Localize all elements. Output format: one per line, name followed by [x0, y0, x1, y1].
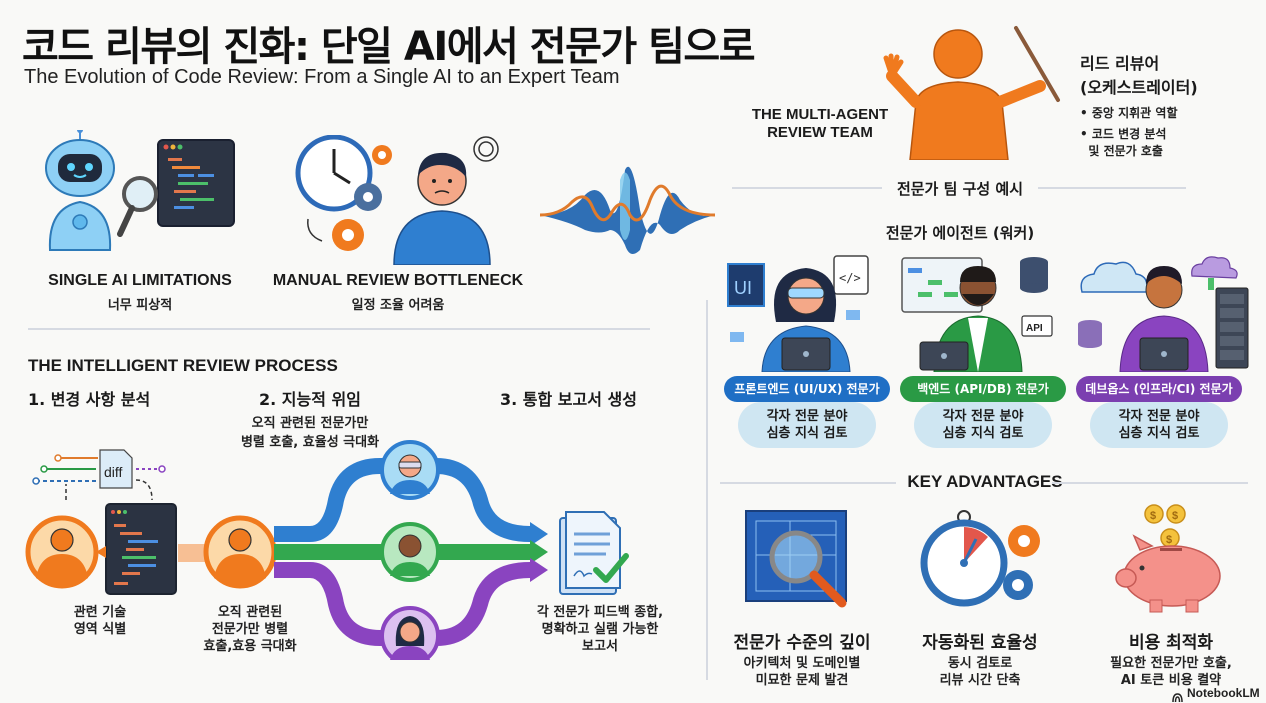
process-step-3-label: 3. 통합 보고서 생성 — [500, 390, 637, 409]
brand-label: NotebookLM — [1187, 686, 1260, 700]
divider-right — [1052, 482, 1248, 484]
piggy-bank-icon: $ $ $ — [1110, 500, 1240, 615]
problem-title: SINGLE AI LIMITATIONS — [48, 272, 232, 289]
process-step-2-sub: 병렬 호출, 효율성 극대화 — [240, 435, 380, 450]
problem-title: MANUAL REVIEW BOTTLENECK — [272, 272, 524, 289]
desc-line: 보고서 — [582, 639, 618, 654]
worker-desc: 각자 전문 분야 심층 지식 검토 — [1090, 402, 1228, 448]
stopwatch-gears-icon — [918, 505, 1048, 615]
robot-magnifier-icon — [40, 127, 240, 260]
worker-desc-line1: 각자 전문 분야 — [766, 409, 848, 424]
desc-line: 오직 관련된 — [217, 605, 283, 620]
team-section-label: 전문가 팀 구성 예시 — [896, 180, 1024, 198]
advantage-sub: 필요한 전문가만 호출, — [1110, 656, 1232, 671]
lead-bullet: • 중앙 지휘관 역할 — [1080, 106, 1178, 120]
page-subtitle: The Evolution of Code Review: From a Sin… — [24, 66, 620, 88]
divider-left — [732, 187, 882, 189]
waveform-icon — [530, 160, 720, 260]
svg-text:$: $ — [1166, 534, 1172, 546]
worker-desc-line2: 심층 지식 검토 — [942, 426, 1024, 441]
lead-bullet: 및 전문가 호출 — [1080, 144, 1163, 158]
advantage-title: 전문가 수준의 깊이 — [733, 633, 871, 653]
problem-manual-review: MANUAL REVIEW BOTTLENECK 일정 조율 어려움 — [262, 272, 534, 313]
worker-role-badge: 데브옵스 (인프라/CI) 전문가 — [1076, 376, 1242, 402]
team-heading-line1: THE MULTI-AGENT — [751, 106, 889, 123]
svg-text:diff: diff — [104, 464, 123, 480]
desc-line: 영역 식별 — [73, 622, 127, 637]
process-step-3-desc: 각 전문가 피드백 종합, 명확하고 실램 가능한 보고서 — [520, 604, 680, 655]
worker-role-badge: 백엔드 (API/DB) 전문가 — [900, 376, 1066, 402]
worker-frontend-illustration: UI </> — [722, 252, 894, 373]
process-flow-diagram: diff — [0, 440, 690, 666]
blueprint-magnifier-icon — [740, 505, 860, 615]
advantage-sub: 미묘한 문제 발견 — [755, 673, 849, 688]
page-title: 코드 리뷰의 진화: 단일 AI에서 전문가 팀으로 — [22, 24, 756, 70]
section-divider — [28, 328, 650, 330]
divider-left — [720, 482, 896, 484]
svg-text:UI: UI — [734, 278, 752, 298]
worker-desc: 각자 전문 분야 심층 지식 검토 — [914, 402, 1052, 448]
advantage-sub: 리뷰 시간 단축 — [939, 673, 1021, 688]
column-divider — [706, 300, 708, 680]
advantage-item: 비용 최적화 필요한 전문가만 호출, AI 토큰 비용 켤약 — [1086, 628, 1256, 689]
lead-title-line2: (오케스트레이터) — [1080, 78, 1198, 97]
advantages-heading: KEY ADVANTAGES — [907, 472, 1063, 491]
worker-desc-line1: 각자 전문 분야 — [1118, 409, 1200, 424]
svg-text:$: $ — [1172, 510, 1178, 522]
worker-desc: 각자 전문 분야 심층 지식 검토 — [738, 402, 876, 448]
advantage-title: 비용 최적화 — [1128, 633, 1214, 653]
notebooklm-logo-icon — [1172, 688, 1183, 702]
problem-single-ai: SINGLE AI LIMITATIONS 너무 피상적 — [30, 272, 250, 313]
worker-role-badge: 프론트엔드 (UI/UX) 전문가 — [724, 376, 890, 402]
team-heading: THE MULTI-AGENT REVIEW TEAM — [740, 106, 900, 142]
desc-line: 전문가만 병렬 — [211, 622, 289, 637]
process-step-2-sub: 오직 관련된 전문가만 — [251, 416, 369, 431]
worker-devops-illustration — [1074, 252, 1254, 373]
problem-subtitle: 일정 조율 어려움 — [351, 298, 445, 313]
process-heading: THE INTELLIGENT REVIEW PROCESS — [28, 356, 338, 375]
problem-subtitle: 너무 피상적 — [107, 298, 173, 313]
lead-bullet: • 코드 변경 분석 — [1080, 127, 1167, 141]
notebooklm-watermark: NotebookLM — [1172, 686, 1260, 702]
process-step-2-desc: 오직 관련된 전문가만 병렬 효출,효용 극대화 — [180, 604, 320, 655]
orchestrator-conductor-icon — [880, 20, 1070, 161]
process-step-2-label: 2. 지능적 위임 — [259, 390, 361, 409]
svg-text:$: $ — [1150, 510, 1156, 522]
desc-line: 각 전문가 피드백 종합, — [536, 605, 664, 620]
lead-title-line1: 리드 리뷰어 — [1080, 54, 1160, 73]
process-step-1-desc: 관련 기술 영역 식별 — [40, 604, 160, 638]
process-step-1-label: 1. 변경 사항 분석 — [28, 390, 151, 409]
advantage-sub: 아키텍처 및 도메인별 — [743, 656, 861, 671]
advantage-title: 자동화된 효율성 — [922, 633, 1038, 653]
worker-backend-illustration: API — [898, 252, 1070, 373]
advantage-item: 전문가 수준의 깊이 아키텍처 및 도메인별 미묘한 문제 발견 — [722, 628, 882, 689]
desc-line: 명확하고 실램 가능한 — [541, 622, 659, 637]
svg-text:</>: </> — [839, 271, 861, 285]
workers-label: 전문가 에이전트 (워커) — [885, 224, 1035, 242]
worker-desc-line1: 각자 전문 분야 — [942, 409, 1024, 424]
desc-line: 효출,효용 극대화 — [203, 639, 297, 654]
lead-reviewer-info: 리드 리뷰어 (오케스트레이터) • 중앙 지휘관 역할 • 코드 변경 분석 … — [1080, 50, 1260, 159]
svg-text:API: API — [1026, 323, 1043, 334]
stressed-person-clock-icon — [290, 134, 510, 266]
advantage-item: 자동화된 효율성 동시 검토로 리뷰 시간 단축 — [905, 628, 1055, 689]
worker-desc-line2: 심층 지식 검토 — [766, 426, 848, 441]
advantage-sub: 동시 검토로 — [947, 656, 1013, 671]
process-step-2-header: 2. 지능적 위임 오직 관련된 전문가만 병렬 호출, 효율성 극대화 — [210, 386, 410, 450]
advantage-sub: AI 토큰 비용 켤약 — [1120, 673, 1222, 688]
worker-desc-line2: 심층 지식 검토 — [1118, 426, 1200, 441]
divider-right — [1038, 187, 1186, 189]
team-heading-line2: REVIEW TEAM — [767, 124, 873, 141]
desc-line: 관련 기술 — [73, 605, 127, 620]
